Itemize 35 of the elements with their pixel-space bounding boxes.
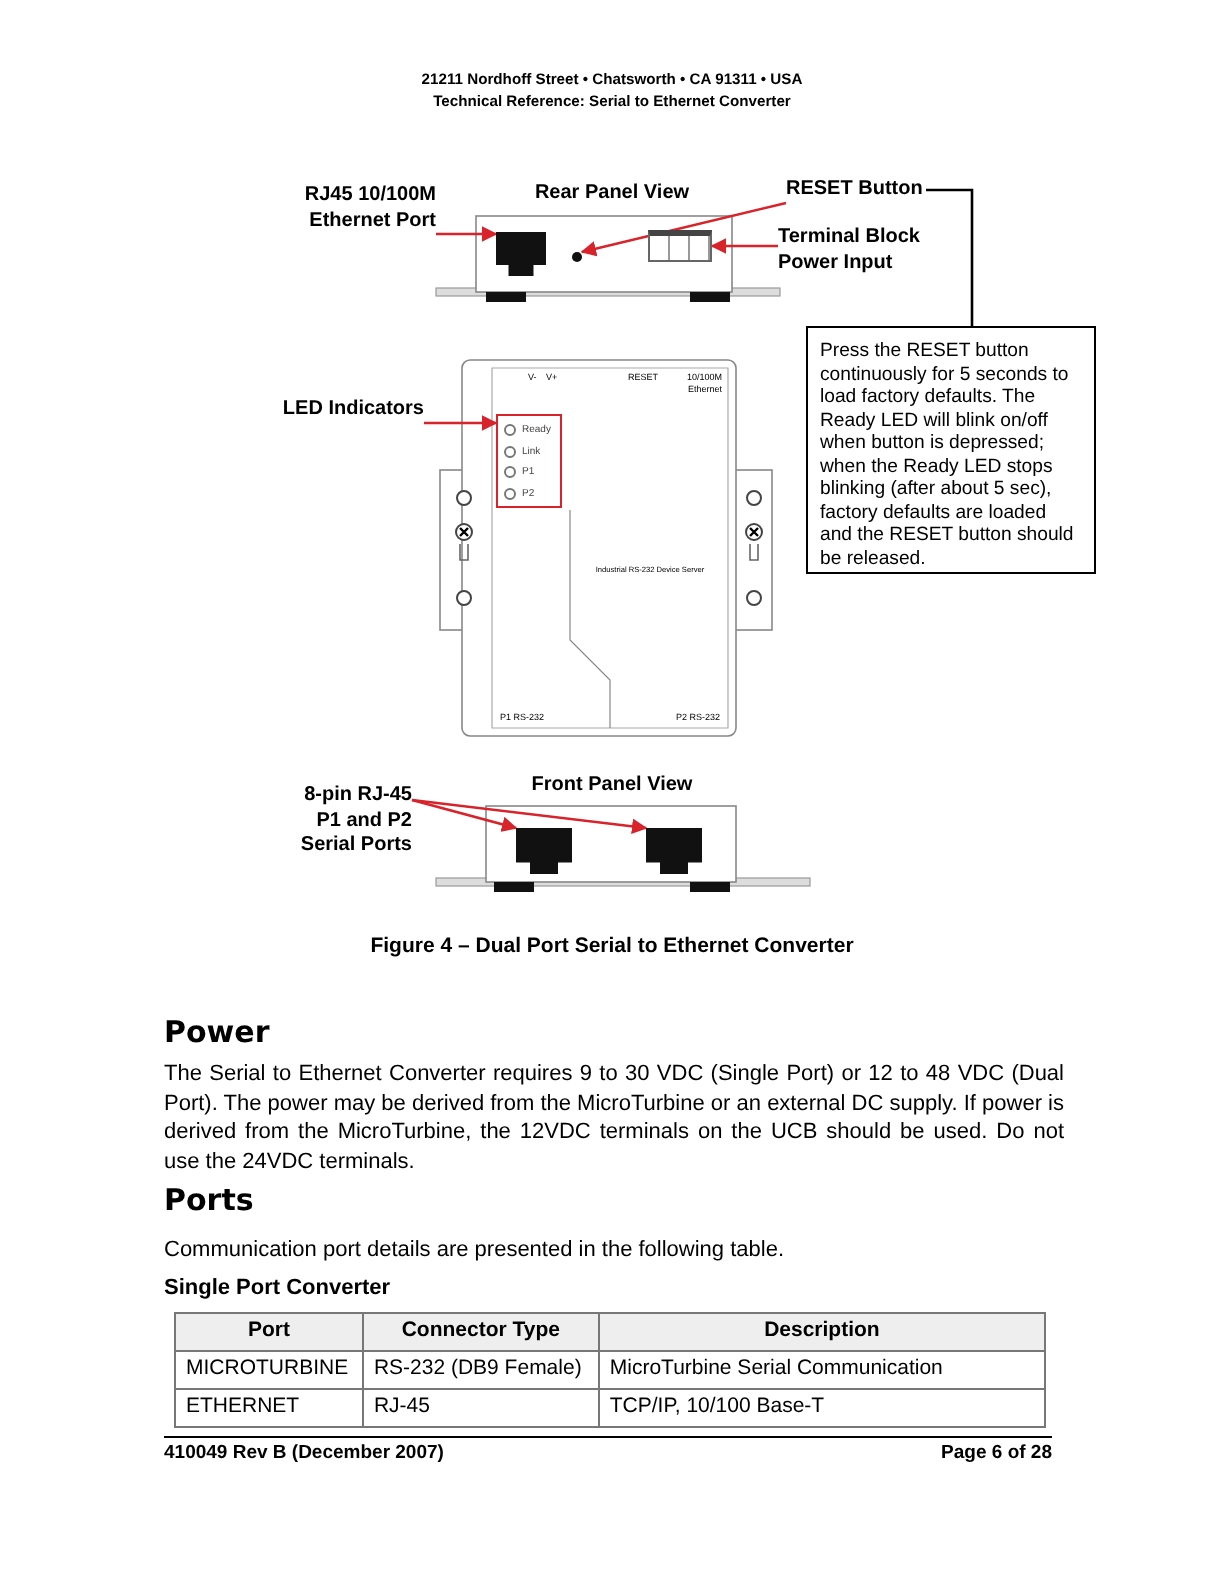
arrow [580, 201, 787, 257]
callout-label: Terminal Block Power Input [778, 226, 938, 276]
table-title: Single Port Converter [164, 1276, 393, 1304]
arrow [436, 226, 498, 242]
terminal-block-drawing [648, 230, 712, 262]
footer-text: 410049 Rev B (December 2007) [164, 1442, 446, 1466]
callout-label: RESET Button [786, 178, 926, 203]
arrow [424, 415, 498, 431]
footer-text: Page 6 of 28 [939, 1442, 1052, 1466]
table-header-cell: Port [175, 1313, 363, 1351]
view-title: Front Panel View [529, 774, 695, 799]
table-cell: RJ-45 [362, 1389, 599, 1427]
section-heading: Ports [164, 1182, 256, 1220]
callout-label: RJ45 10/100M Ethernet Port [240, 184, 436, 234]
arrow [411, 798, 518, 832]
table-header-cell: Description [598, 1313, 1045, 1351]
table-cell: ETHERNET [175, 1389, 363, 1427]
led-indicator-panel [496, 414, 562, 508]
reset-hole-icon [572, 252, 582, 262]
callout-label: 8-pin RJ-45 P1 and P2 Serial Ports [280, 784, 412, 859]
leader-line [926, 188, 974, 326]
table-cell: TCP/IP, 10/100 Base-T [598, 1389, 1045, 1427]
table-cell: RS-232 (DB9 Female) [362, 1351, 599, 1389]
table-header-cell: Connector Type [362, 1313, 599, 1351]
arrow [710, 238, 778, 254]
figure-caption: Figure 4 – Dual Port Serial to Ethernet Converter [368, 934, 856, 961]
view-title: Rear Panel View [532, 182, 692, 207]
section-heading: Power [164, 1014, 272, 1052]
table-cell: MicroTurbine Serial Communication [598, 1351, 1045, 1389]
body-paragraph: Communication port details are presented in the following table. [164, 1236, 787, 1266]
table-cell: MICROTURBINE [175, 1351, 363, 1389]
callout-label: LED Indicators [260, 398, 424, 423]
arrow [411, 798, 648, 835]
body-paragraph: The Serial to Ethernet Converter requires 9 to 30 VDC (Single Port) or 12 to 48 VDC (Dual Port). The power may be derived from the MicroTurbine or an external DC supply. If power is derived from the MicroTurbine, the 12VDC terminals on the UCB should be used. Do not use the 24VDC terminals. [164, 1060, 1064, 1177]
note-box: Press the RESET button continuously for 5 seconds to load factory defaults. The Ready LED will blink on/off when button is depressed; when the Ready LED stops blinking (after about 5 sec), factory defaults are loaded and the RESET button should be released. [806, 326, 1096, 574]
